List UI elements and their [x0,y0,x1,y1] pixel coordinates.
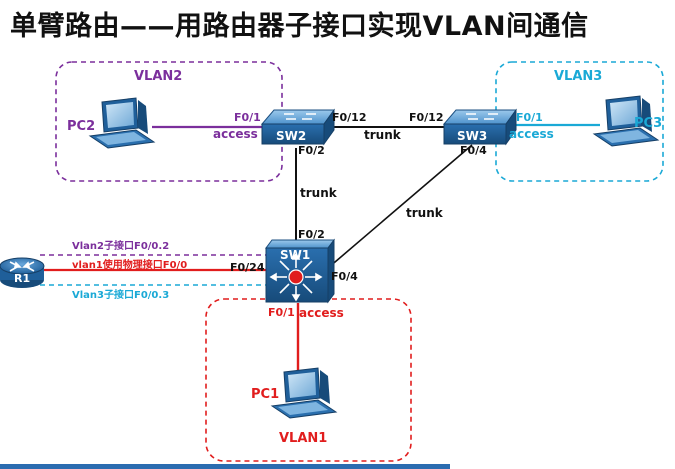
link-mode-label: access [509,127,554,141]
sw2-label: SW2 [276,129,306,143]
pc-icon [592,95,660,147]
router-icon [0,257,45,288]
switch-icon [442,108,517,146]
vlan1-label: VLAN1 [279,431,327,446]
r1-label: R1 [14,272,30,285]
sw1-label: SW1 [280,248,310,262]
link-sw3-sw1 [327,144,473,269]
port-label: F0/24 [230,261,265,274]
link-mode-label: access [299,306,344,320]
vlan3-label: VLAN3 [554,69,602,84]
port-label: F0/1 [268,306,295,319]
port-label: F0/2 [298,228,325,241]
subif-vlan1-label: vlan1使用物理接口F0/0 [72,258,187,271]
pc1-label: PC1 [251,387,279,402]
port-label: F0/4 [331,270,358,283]
page-title: 单臂路由——用路由器子接口实现VLAN间通信 [10,11,589,42]
pc-icon [88,97,156,149]
vlan3-region [495,61,664,182]
subif-vlan2-label: Vlan2子接口F0/0.2 [72,239,169,252]
link-mode-label: trunk [364,128,402,142]
link-mode-label: trunk [300,186,338,200]
subif-vlan3-label: Vlan3子接口F0/0.3 [72,288,169,301]
pc-icon [270,367,338,419]
port-label: F0/1 [234,111,261,124]
vlan2-label: VLAN2 [134,69,182,84]
port-label: F0/12 [409,111,444,124]
port-label: F0/1 [516,111,543,124]
port-label: F0/12 [332,111,367,124]
footer-strip [0,464,450,469]
link-mode-label: access [213,127,258,141]
link-mode-label: trunk [406,206,444,220]
port-label: F0/2 [298,144,325,157]
pc3-label: PC3 [634,116,662,131]
sw3-label: SW3 [457,129,487,143]
port-label: F0/4 [460,144,487,157]
switch-icon [260,108,335,146]
multilayer-switch-icon [265,238,335,304]
pc2-label: PC2 [67,119,95,134]
